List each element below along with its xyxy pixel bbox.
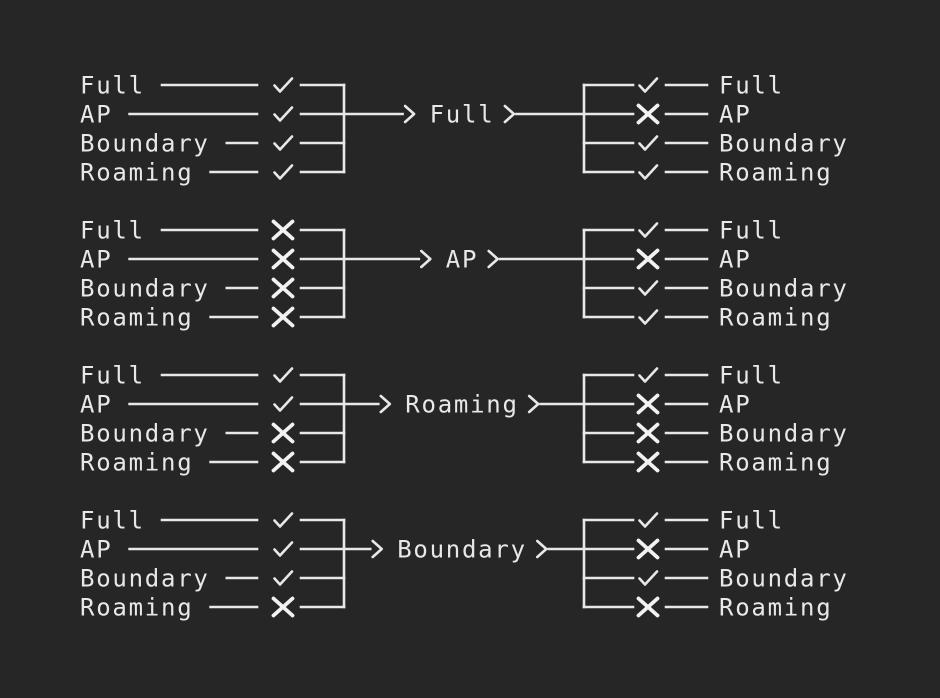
center-mode-label: Roaming (405, 391, 518, 419)
cross-icon (271, 306, 295, 328)
check-icon (273, 135, 294, 151)
transition-group-full: FullAPBoundaryRoamingFullFullAPBoundaryR… (80, 72, 849, 187)
output-label: AP (719, 536, 751, 564)
cross-stroke (271, 219, 295, 241)
output-label: Boundary (719, 565, 849, 593)
output-label: Full (719, 72, 784, 100)
output-label: Full (719, 217, 784, 245)
transition-group-boundary: FullAPBoundaryRoamingBoundaryFullAPBound… (80, 507, 849, 622)
check-icon (273, 106, 294, 122)
cross-icon (271, 422, 295, 444)
center-mode-label: Full (430, 101, 495, 129)
input-label: Full (80, 72, 145, 100)
input-label: AP (80, 246, 112, 274)
input-label: AP (80, 536, 112, 564)
input-label: Boundary (80, 420, 210, 448)
check-icon (638, 164, 659, 180)
check-icon (638, 135, 659, 151)
cross-icon (636, 103, 660, 125)
input-label: Full (80, 362, 145, 390)
cross-icon (636, 248, 660, 270)
check-icon (638, 280, 659, 296)
check-icon (273, 396, 294, 412)
arrow-chevron-icon (527, 394, 540, 414)
output-label: Roaming (719, 449, 832, 477)
center-mode-label: Boundary (397, 536, 527, 564)
output-label: Boundary (719, 130, 849, 158)
input-label: Boundary (80, 565, 210, 593)
cross-stroke (636, 422, 660, 444)
cross-stroke (636, 451, 660, 473)
cross-icon (636, 393, 660, 415)
cross-icon (271, 219, 295, 241)
check-icon (273, 367, 294, 383)
output-label: Roaming (719, 594, 832, 622)
cross-icon (271, 596, 295, 618)
cross-icon (636, 451, 660, 473)
cross-stroke (271, 596, 295, 618)
input-label: Roaming (80, 449, 193, 477)
cross-stroke (271, 277, 295, 299)
output-label: Boundary (719, 275, 849, 303)
input-label: Full (80, 217, 145, 245)
center-mode-label: AP (446, 246, 478, 274)
arrow-chevron-icon (420, 249, 432, 269)
cross-stroke (636, 393, 660, 415)
cross-stroke (636, 103, 660, 125)
check-icon (638, 512, 659, 528)
input-label: Full (80, 507, 145, 535)
cross-stroke (636, 538, 660, 560)
input-label: Roaming (80, 304, 193, 332)
output-label: AP (719, 391, 751, 419)
arrow-chevron-icon (371, 539, 383, 559)
input-label: Boundary (80, 130, 210, 158)
output-label: Roaming (719, 304, 832, 332)
check-icon (638, 570, 659, 586)
check-icon (638, 309, 659, 325)
input-label: Roaming (80, 159, 193, 187)
output-label: Roaming (719, 159, 832, 187)
transition-group-roaming: FullAPBoundaryRoamingRoamingFullAPBounda… (80, 362, 849, 477)
output-label: AP (719, 246, 751, 274)
arrow-chevron-icon (536, 539, 548, 559)
check-icon (638, 222, 659, 238)
transition-group-ap: FullAPBoundaryRoamingAPFullAPBoundaryRoa… (80, 217, 849, 332)
check-icon (273, 77, 294, 93)
cross-icon (636, 538, 660, 560)
output-label: Full (719, 362, 784, 390)
arrow-chevron-icon (503, 104, 516, 124)
arrow-chevron-icon (403, 104, 416, 124)
cross-icon (271, 248, 295, 270)
cross-icon (271, 277, 295, 299)
input-label: Roaming (80, 594, 193, 622)
cross-icon (636, 422, 660, 444)
cross-stroke (271, 451, 295, 473)
cross-stroke (271, 306, 295, 328)
output-label: Boundary (719, 420, 849, 448)
cross-stroke (271, 422, 295, 444)
arrow-chevron-icon (379, 394, 392, 414)
input-label: AP (80, 391, 112, 419)
input-label: Boundary (80, 275, 210, 303)
check-icon (273, 541, 294, 557)
cross-icon (271, 451, 295, 473)
output-label: Full (719, 507, 784, 535)
check-icon (638, 367, 659, 383)
input-label: AP (80, 101, 112, 129)
check-icon (273, 164, 294, 180)
arrow-chevron-icon (487, 249, 499, 269)
cross-icon (636, 596, 660, 618)
check-icon (638, 77, 659, 93)
check-icon (273, 570, 294, 586)
check-icon (273, 512, 294, 528)
output-label: AP (719, 101, 751, 129)
cross-stroke (636, 248, 660, 270)
cross-stroke (636, 596, 660, 618)
cross-stroke (271, 248, 295, 270)
